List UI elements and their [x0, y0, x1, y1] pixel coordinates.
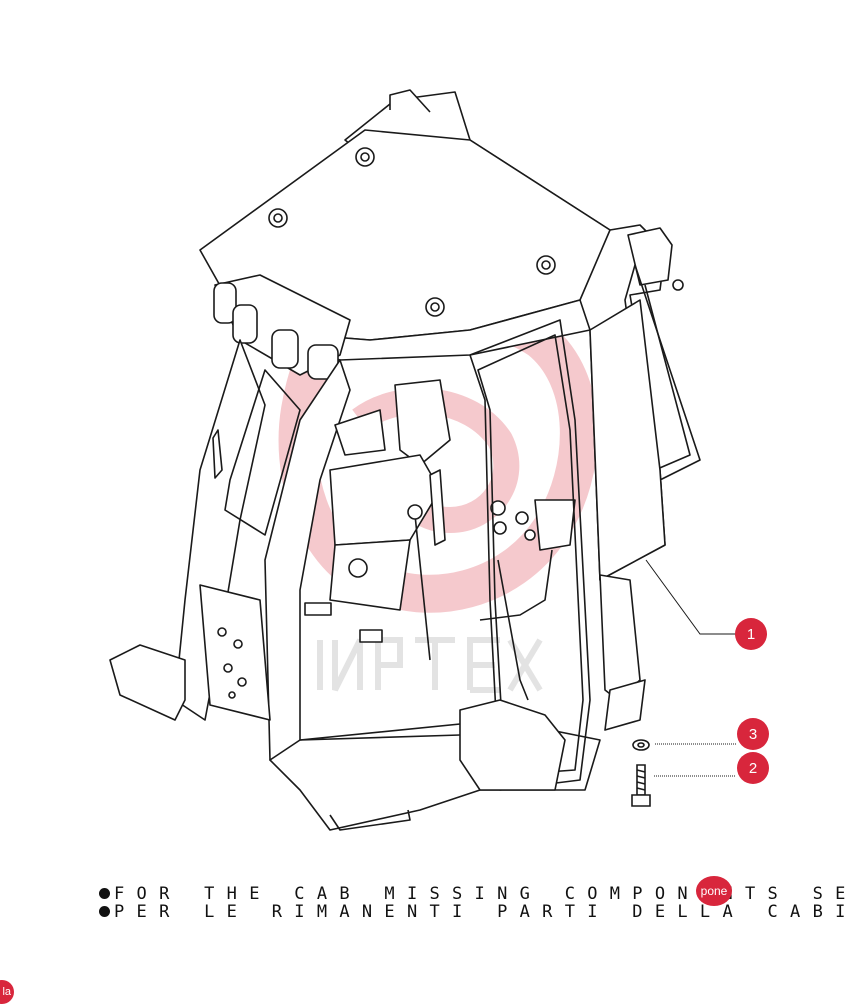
bolt-part	[631, 764, 651, 807]
leader-lines	[645, 559, 738, 777]
callout-2[interactable]: 2	[737, 752, 769, 784]
callout-3[interactable]: 3	[737, 718, 769, 750]
washer-part	[632, 739, 650, 751]
component-link-badge[interactable]: pone	[696, 876, 732, 906]
bullet-dot-icon	[99, 888, 110, 899]
note-line-english: FOR THE CAB MISSING COMPONENTS SE	[99, 885, 858, 903]
callout-1[interactable]: 1	[735, 618, 767, 650]
note-text-italian: PER LE RIMANENTI PARTI DELLA CABI	[114, 902, 858, 922]
bullet-dot-icon	[99, 906, 110, 917]
note-line-italian: PER LE RIMANENTI PARTI DELLA CABI	[99, 903, 858, 921]
note-text-english: FOR THE CAB MISSING COMPONENTS SE	[114, 884, 858, 904]
watermark-text	[317, 637, 543, 693]
cab-frame	[109, 89, 701, 831]
corner-link-badge[interactable]: la	[0, 980, 14, 1004]
